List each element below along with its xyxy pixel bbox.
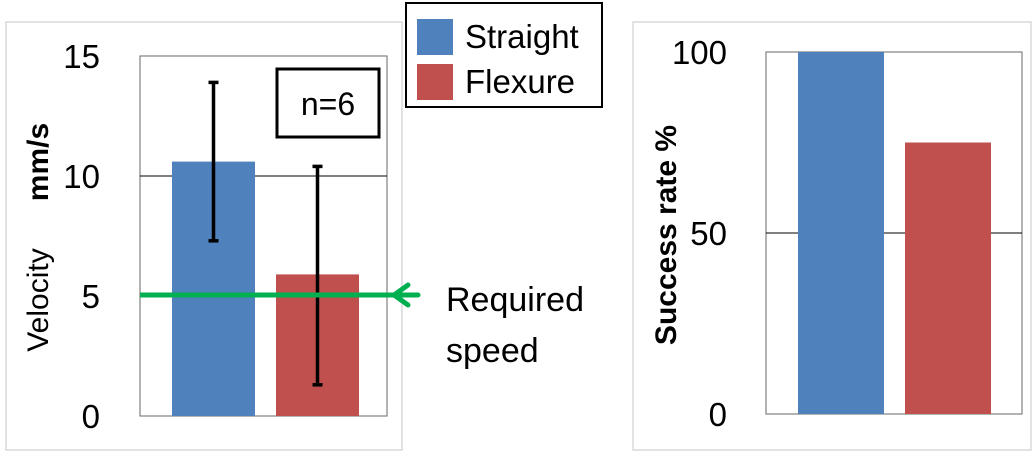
required-speed-arrow — [391, 282, 421, 308]
left-ylabel-units: mm/s — [22, 123, 55, 201]
legend-swatch-straight — [417, 19, 453, 55]
legend: Straight Flexure — [405, 2, 603, 108]
legend-label-straight: Straight — [465, 18, 579, 55]
left-ytick-label: 5 — [82, 278, 100, 315]
right-ytick-label: 50 — [690, 215, 727, 252]
right-bar-straight — [798, 52, 884, 414]
right-bar-flexure — [905, 142, 991, 414]
left-ytick-label: 15 — [63, 38, 100, 75]
left-ytick-label: 0 — [82, 398, 100, 435]
right-ytick-label: 100 — [672, 34, 727, 71]
right-ylabel: Success rate % — [650, 125, 683, 345]
left-ylabel-velocity: Velocity — [22, 248, 55, 351]
right-ytick-label: 0 — [709, 396, 727, 433]
required-speed-label-2: speed — [446, 332, 539, 370]
n-annotation: n=6 — [301, 86, 355, 122]
legend-item-straight: Straight — [417, 17, 579, 57]
legend-swatch-flexure — [417, 64, 453, 100]
legend-label-flexure: Flexure — [465, 63, 576, 100]
legend-item-flexure: Flexure — [417, 62, 575, 102]
left-ytick-label: 10 — [63, 158, 100, 195]
n-annotation-box — [275, 67, 381, 139]
required-speed-label-1: Required — [446, 281, 584, 319]
